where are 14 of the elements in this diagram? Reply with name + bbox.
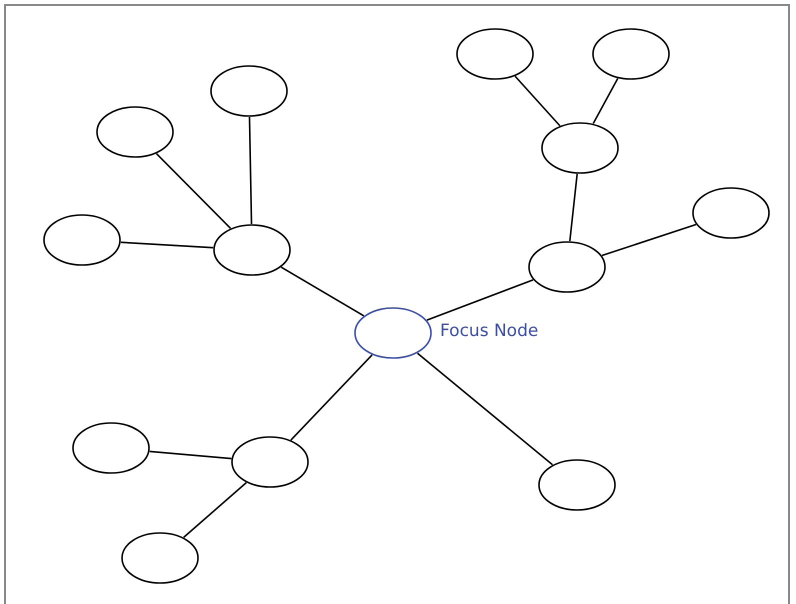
connector-line	[150, 450, 232, 460]
connector-line	[602, 224, 696, 256]
connector-line	[248, 116, 252, 224]
connector-line	[569, 174, 578, 242]
connector-line	[416, 352, 554, 466]
connector-line	[120, 241, 214, 249]
connector-line	[290, 354, 373, 441]
connector-line	[156, 153, 232, 229]
connector-line	[183, 482, 247, 538]
connector-line	[592, 78, 618, 124]
node-label: Focus Node	[440, 321, 538, 341]
connector-line	[280, 266, 364, 316]
connector-line	[514, 76, 560, 126]
connector-line	[426, 279, 534, 321]
